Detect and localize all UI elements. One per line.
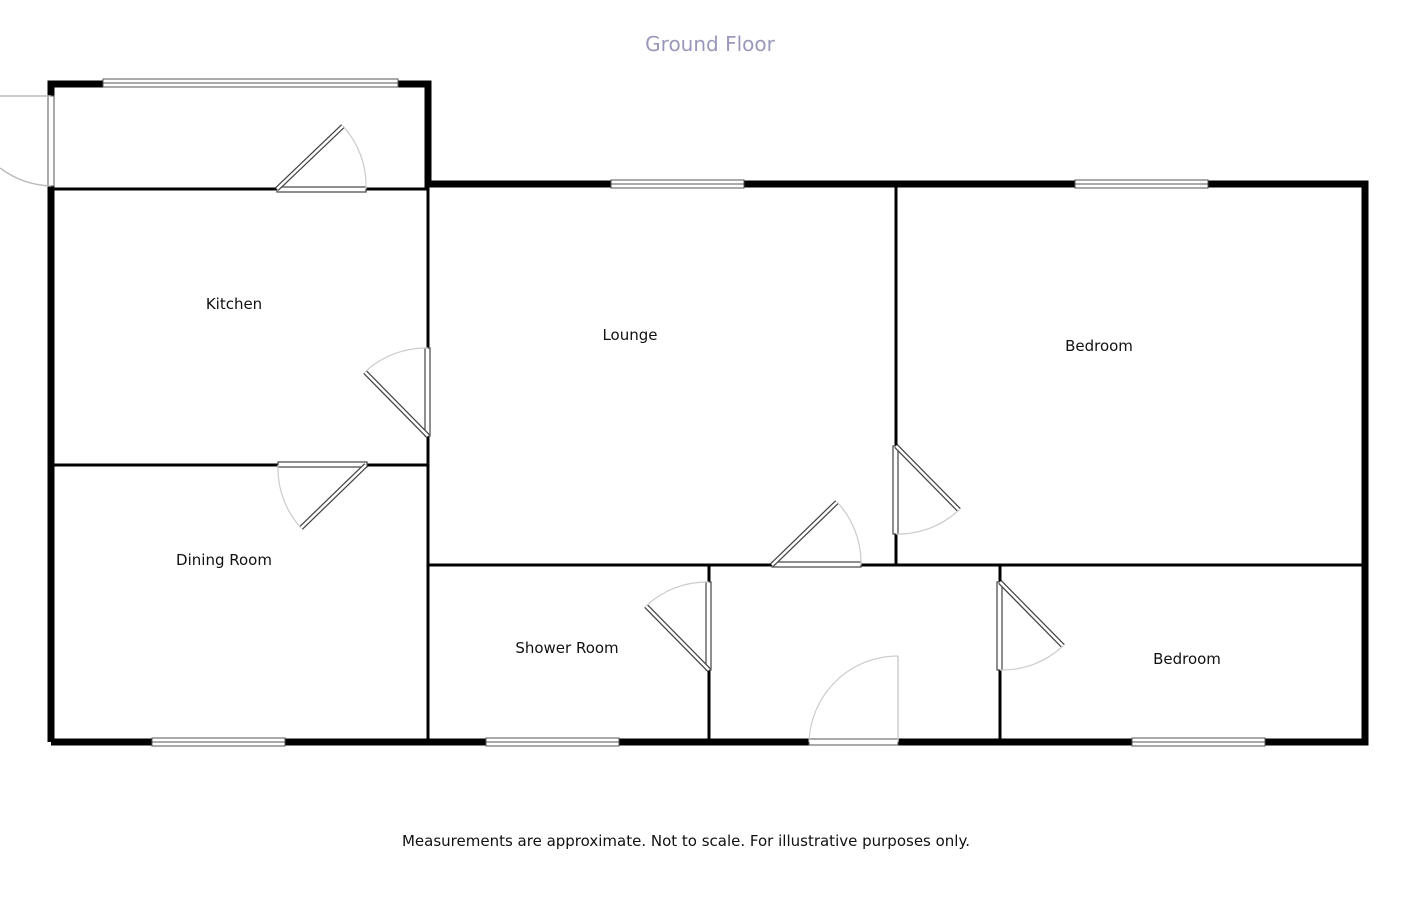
- room-label-kitchen: Kitchen: [206, 295, 262, 313]
- door-lounge-bedroom: [892, 444, 961, 535]
- room-label-bedroom-2: Bedroom: [1153, 650, 1221, 668]
- door-kitchen-lounge: [363, 347, 431, 438]
- interior-walls: [51, 184, 1365, 742]
- window-lounge-top: [610, 179, 745, 189]
- room-label-bedroom-1: Bedroom: [1065, 337, 1133, 355]
- window-shower-bottom: [485, 737, 620, 747]
- door-front-entrance: [808, 655, 899, 746]
- disclaimer-text: Measurements are approximate. Not to sca…: [402, 832, 970, 850]
- window-bedroom-bottom: [1131, 737, 1266, 747]
- room-label-dining-room: Dining Room: [176, 551, 272, 569]
- door-kitchen-dining: [277, 461, 368, 530]
- window-dining-bottom: [151, 737, 286, 747]
- door-hall-bedroom: [996, 580, 1065, 671]
- window-porch-top: [102, 78, 399, 88]
- floor-title: Ground Floor: [645, 32, 775, 56]
- room-label-shower-room: Shower Room: [515, 639, 618, 657]
- door-porch-kitchen: [275, 124, 367, 193]
- door-porch-external: [0, 95, 55, 187]
- room-label-lounge: Lounge: [602, 326, 657, 344]
- door-hall-shower: [644, 581, 712, 672]
- door-lounge-hall: [770, 500, 862, 568]
- windows: [102, 78, 1266, 747]
- window-bedroom-top: [1074, 179, 1209, 189]
- doors: [0, 95, 1065, 746]
